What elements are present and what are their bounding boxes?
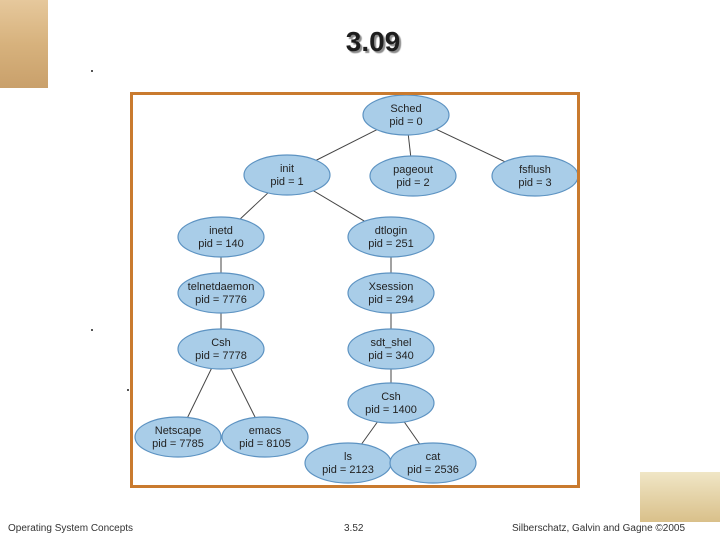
process-name: init	[280, 163, 294, 175]
process-node-ellipse	[178, 329, 264, 369]
bullet-dot	[127, 389, 129, 391]
dinosaur-logo-bottom	[640, 472, 720, 522]
process-name: Sched	[390, 103, 421, 115]
process-name: emacs	[249, 425, 282, 437]
process-pid: pid = 2536	[407, 464, 459, 476]
process-node-ellipse	[348, 217, 434, 257]
process-node-ellipse	[135, 417, 221, 457]
process-name: Netscape	[155, 425, 201, 437]
process-name: telnetdaemon	[188, 281, 255, 293]
process-node-ellipse	[178, 217, 264, 257]
process-node-ellipse	[492, 156, 577, 196]
bullet-dot	[91, 329, 93, 331]
process-node-ellipse	[222, 417, 308, 457]
process-name: sdt_shel	[371, 337, 412, 349]
process-node-ellipse	[348, 329, 434, 369]
process-name: ls	[344, 451, 352, 463]
process-pid: pid = 0	[389, 116, 422, 128]
process-pid: pid = 7776	[195, 294, 247, 306]
process-pid: pid = 7778	[195, 350, 247, 362]
slide-title: 3.09	[300, 26, 446, 66]
process-node-ellipse	[348, 383, 434, 423]
process-node-ellipse	[370, 156, 456, 196]
footer-book-title: Operating System Concepts	[8, 523, 133, 534]
process-pid: pid = 251	[368, 238, 414, 250]
process-pid: pid = 294	[368, 294, 414, 306]
process-name: fsflush	[519, 164, 551, 176]
bullet-dot	[91, 70, 93, 72]
process-pid: pid = 140	[198, 238, 244, 250]
process-pid: pid = 8105	[239, 438, 291, 450]
process-pid: pid = 3	[518, 177, 551, 189]
dinosaur-logo-top	[0, 0, 48, 88]
process-name: Xsession	[369, 281, 414, 293]
process-pid: pid = 1	[270, 176, 303, 188]
process-node-ellipse	[363, 95, 449, 135]
process-node-ellipse	[305, 443, 391, 483]
process-name: Csh	[381, 391, 401, 403]
process-name: pageout	[393, 164, 433, 176]
process-pid: pid = 7785	[152, 438, 204, 450]
process-pid: pid = 1400	[365, 404, 417, 416]
process-node-ellipse	[178, 273, 264, 313]
process-name: inetd	[209, 225, 233, 237]
footer-authors: Silberschatz, Galvin and Gagne ©2005	[512, 523, 685, 534]
process-pid: pid = 2	[396, 177, 429, 189]
process-name: cat	[426, 451, 441, 463]
footer-page-number: 3.52	[344, 523, 363, 534]
process-name: Csh	[211, 337, 231, 349]
process-node-ellipse	[244, 155, 330, 195]
process-node-ellipse	[390, 443, 476, 483]
process-pid: pid = 340	[368, 350, 414, 362]
process-name: dtlogin	[375, 225, 407, 237]
process-node-ellipse	[348, 273, 434, 313]
process-pid: pid = 2123	[322, 464, 374, 476]
